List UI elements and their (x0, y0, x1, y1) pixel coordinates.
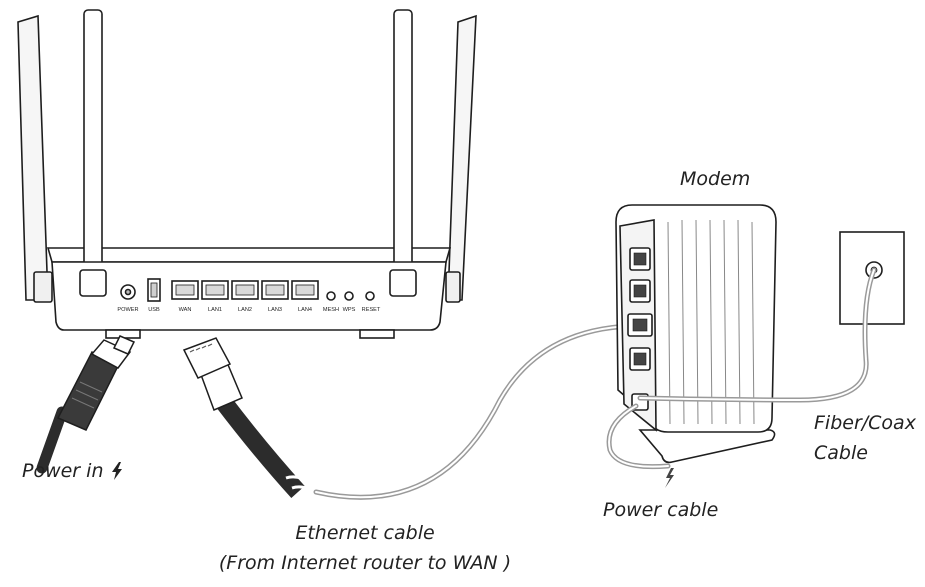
port-label-lan1: LAN1 (208, 307, 222, 313)
power-plug (36, 335, 136, 474)
port-label-lan3: LAN3 (268, 307, 282, 313)
power-in-label: Power in (22, 462, 124, 481)
fiber-coax-label-line1: Fiber/Coax (814, 412, 916, 434)
ethernet-cable-long-core (315, 325, 631, 499)
router-power-port-pin (124, 288, 132, 296)
ethernet-plug-head (182, 337, 232, 379)
router-usb-port-inner (150, 282, 158, 298)
modem-power-cable-core (608, 405, 669, 468)
port-label-lan2: LAN2 (238, 307, 252, 313)
router-lan3-port (261, 280, 289, 300)
router-antenna-left-back (17, 14, 49, 301)
port-label-mesh: MESH (323, 307, 339, 313)
fiber-coax-cable-core (639, 269, 875, 402)
ethernet-cable-label: Ethernet cable (295, 522, 435, 544)
router-lan2-port (231, 280, 259, 300)
router-reset-button (365, 291, 375, 301)
router-lan4-port (291, 280, 319, 300)
router (17, 9, 477, 339)
router-wps-button (344, 291, 354, 301)
ethernet-cable-long (313, 323, 633, 500)
router-port-labels: POWER USB WAN LAN1 LAN2 LAN3 LAN4 MESH W… (117, 307, 380, 313)
ethernet-plug (182, 337, 319, 499)
ethernet-plug-contacts (189, 343, 213, 353)
modem (615, 204, 777, 464)
port-label-lan4: LAN4 (298, 307, 312, 313)
router-foot-right (359, 329, 395, 339)
router-antenna-left-front (83, 9, 103, 301)
port-label-reset: RESET (362, 307, 381, 313)
lightning-bolt-icon (111, 462, 122, 480)
router-hinge-right (445, 271, 461, 303)
power-plug-grip-lines (71, 381, 103, 409)
router-antenna-right-back (447, 14, 477, 301)
port-label-usb: USB (148, 307, 160, 313)
port-label-power: POWER (117, 307, 138, 313)
router-antenna-base-left (79, 269, 107, 297)
router-body-top (46, 247, 452, 263)
power-cable-bolt-icon (665, 468, 674, 488)
modem-stand (638, 429, 776, 464)
router-lan1-port (201, 280, 229, 300)
modem-ribs (667, 219, 755, 425)
ethernet-cable-dark (214, 394, 305, 499)
power-in-text: Power in (22, 460, 104, 482)
router-wan-port (171, 280, 199, 300)
fiber-coax-label-line2: Cable (814, 442, 868, 464)
power-plug-tip (112, 335, 136, 355)
power-cable-label: Power cable (603, 499, 719, 521)
router-hinge-left (33, 271, 53, 303)
router-antenna-right-front (393, 9, 413, 301)
router-antenna-base-right (389, 269, 417, 297)
port-label-wan: WAN (179, 307, 192, 313)
ethernet-cable-note: (From Internet router to WAN ) (218, 552, 512, 574)
port-label-wps: WPS (343, 307, 356, 313)
modem-label: Modem (680, 168, 751, 190)
router-mesh-button (326, 291, 336, 301)
